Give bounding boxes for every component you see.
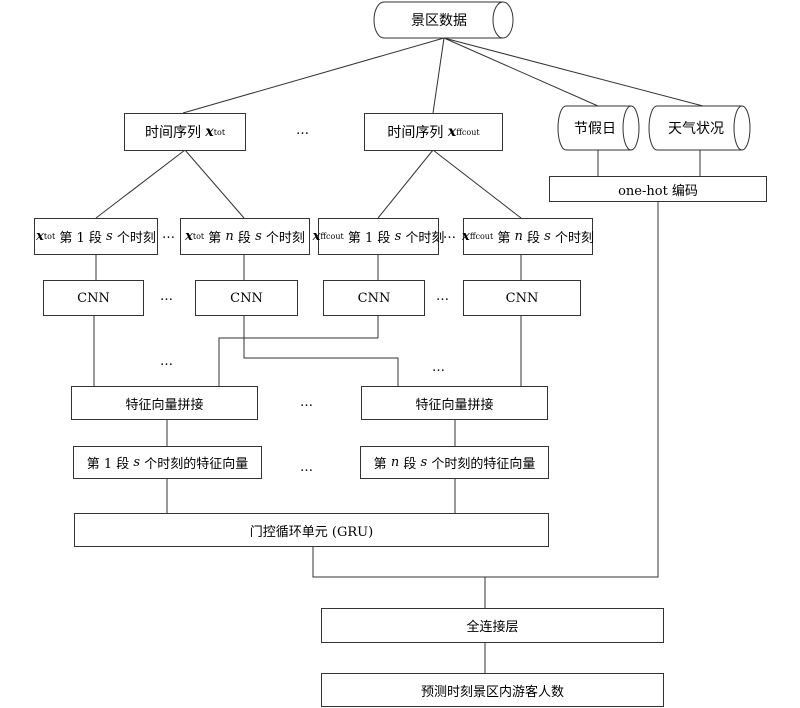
edge-ffcout-segn: [432, 149, 522, 219]
gru-box: 门控循环单元 (GRU): [74, 513, 549, 547]
ellipsis-cnn-1: …: [160, 289, 174, 304]
segment-2-pre: 第: [208, 231, 222, 246]
segment-4-pre: 第: [497, 231, 511, 246]
feature-n-pre: 第: [373, 457, 387, 472]
segment-4-mid: 段: [526, 231, 540, 246]
feature-1-pre: 第 1 段: [86, 457, 130, 472]
ellipsis-seg-2: …: [443, 227, 457, 242]
series-ffcout-label: 时间序列: [387, 125, 444, 141]
series-ffcout-sub: ffcout: [456, 127, 480, 137]
segment-2-post: 个时刻: [265, 231, 305, 246]
segment-2-s: s: [255, 229, 262, 244]
feature-box-n: 第 n 段 s 个时刻的特征向量: [360, 446, 549, 479]
segment-3-var: x: [312, 229, 321, 244]
segment-4-sub: ffcout: [469, 232, 494, 241]
segment-3-pre: 第 1 段: [347, 231, 391, 246]
edge-source-holiday: [443, 37, 599, 107]
segment-2-sub: tot: [192, 232, 205, 241]
source-cylinder-shape: [373, 1, 514, 39]
weather-label: 天气状况: [668, 121, 724, 137]
series-tot-var: x: [205, 124, 214, 140]
segment-4-post: 个时刻: [554, 231, 594, 246]
series-ffcout-var: x: [447, 124, 457, 140]
series-tot-sub: tot: [213, 127, 226, 137]
edge-source-ffcout: [432, 37, 445, 114]
edge-tot-segn: [184, 149, 245, 219]
cnn-box-1: CNN: [43, 280, 144, 316]
ellipsis-feature: …: [300, 460, 314, 475]
segment-1-sub: tot: [43, 232, 56, 241]
ellipsis-series: …: [296, 123, 310, 138]
segment-4-s: s: [544, 229, 551, 244]
ellipsis-seg-1: …: [162, 227, 176, 242]
holiday-cylinder-shape: [557, 105, 640, 151]
feature-n-mid: 段: [403, 457, 417, 472]
feature-n-s: s: [420, 455, 428, 470]
concat-box-1: 特征向量拼接: [71, 386, 258, 420]
weather-cylinder-shape: [648, 105, 751, 151]
cnn-box-2: CNN: [195, 280, 298, 316]
segment-4-var: x: [462, 229, 470, 244]
ellipsis-mid-1: …: [160, 354, 174, 369]
ellipsis-cnn-2: …: [436, 289, 450, 304]
segment-3-s: s: [394, 229, 402, 244]
edge-ffcout-seg1: [377, 149, 434, 219]
segment-1-post: 个时刻: [116, 231, 156, 246]
segment-1-s: s: [106, 229, 113, 244]
segment-2-var: x: [185, 229, 193, 244]
segment-3-sub: ffcout: [320, 232, 344, 241]
feature-n-n: n: [390, 455, 400, 470]
edge-cnn3-concat1: [218, 337, 378, 386]
output-box: 预测时刻景区内游客人数: [321, 673, 664, 707]
segment-2-n: n: [225, 229, 234, 244]
edge-cnn2-concatn: [243, 316, 399, 386]
feature-n-post: 个时刻的特征向量: [431, 457, 536, 472]
feature-1-post: 个时刻的特征向量: [144, 457, 249, 472]
fc-box: 全连接层: [321, 608, 664, 643]
segment-1-var: x: [36, 229, 44, 244]
ellipsis-mid-2: …: [432, 360, 446, 375]
onehot-box: one-hot 编码: [549, 176, 767, 202]
ellipsis-concat: …: [300, 395, 314, 410]
feature-box-1: 第 1 段 s 个时刻的特征向量: [73, 446, 262, 479]
feature-1-s: s: [133, 455, 141, 470]
segment-4-n: n: [514, 229, 523, 244]
edge-tot-seg1: [95, 149, 186, 219]
segment-3-post: 个时刻: [405, 231, 445, 246]
cnn-box-3: CNN: [323, 280, 425, 316]
concat-box-n: 特征向量拼接: [361, 386, 548, 420]
cnn-box-4: CNN: [463, 280, 581, 316]
segment-2-mid: 段: [237, 231, 251, 246]
source-label: 景区数据: [411, 13, 467, 29]
series-tot-label: 时间序列: [144, 125, 201, 141]
edge-source-tot: [182, 37, 445, 114]
edge-source-weather: [443, 37, 704, 107]
holiday-label: 节假日: [574, 121, 616, 137]
segment-1-pre: 第 1 段: [59, 231, 102, 246]
